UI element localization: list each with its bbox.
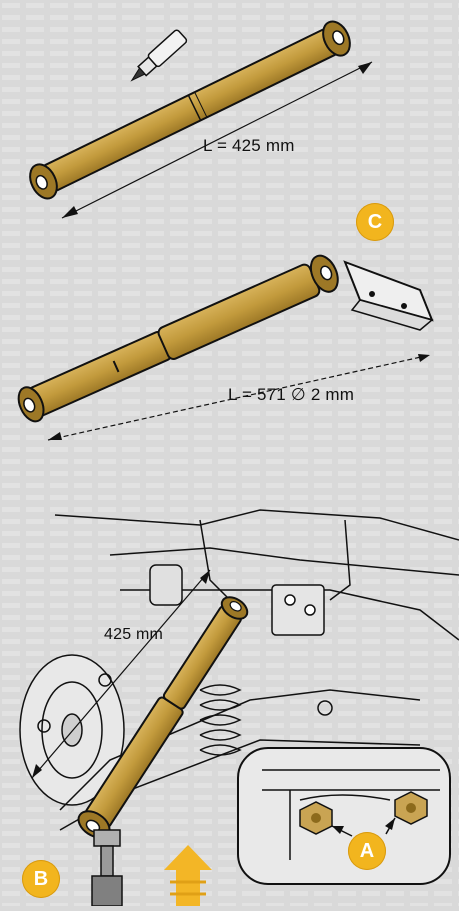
bolt-icon bbox=[394, 791, 428, 825]
top-length-label: L = 425 mm bbox=[203, 136, 295, 155]
up-arrow-icon bbox=[164, 845, 212, 906]
bottom-dimension-line bbox=[31, 569, 211, 779]
marker-pen-icon bbox=[130, 29, 188, 82]
callout-b: B bbox=[22, 860, 60, 898]
rear-axle-view bbox=[19, 509, 459, 831]
middle-shock-absorber bbox=[17, 254, 434, 441]
bottom-shock-absorber bbox=[77, 596, 249, 839]
top-shock-absorber bbox=[29, 20, 373, 219]
bolt-detail-inset bbox=[237, 747, 451, 885]
callout-c: C bbox=[356, 203, 394, 241]
bolt-icon bbox=[299, 801, 333, 835]
jack-stand bbox=[91, 829, 123, 907]
middle-length-label: L = 571 ∅ 2 mm bbox=[228, 385, 355, 404]
callout-a: A bbox=[348, 832, 386, 870]
bottom-length-label: 425 mm bbox=[104, 626, 163, 643]
